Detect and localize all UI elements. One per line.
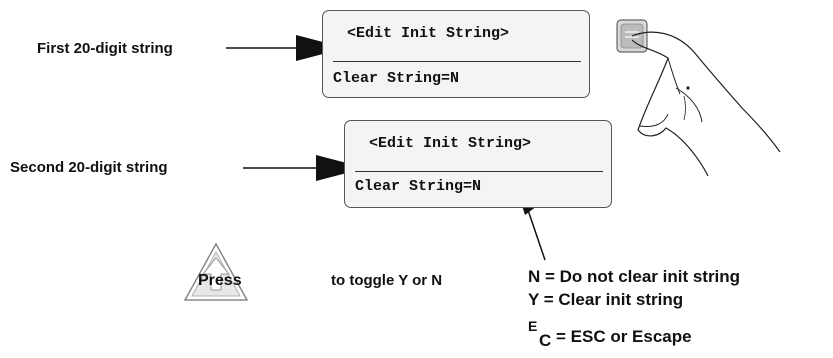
esc-key-glyph-bottom: C	[539, 331, 552, 350]
lcd-first-value: Clear String=N	[333, 70, 460, 87]
lcd-second-title: <Edit Init String>	[369, 135, 532, 152]
second-string-arrow	[243, 155, 366, 181]
first-string-label: First 20-digit string	[37, 40, 173, 57]
lcd-second-separator	[355, 171, 603, 172]
lcd-display-first: <Edit Init String> Clear String=N	[322, 10, 590, 98]
toggle-instruction: to toggle Y or N	[331, 272, 443, 289]
finger-pressing-key-icon	[616, 19, 781, 177]
first-string-arrow	[226, 35, 346, 61]
esc-key-glyph-top: E	[528, 318, 538, 334]
lcd-second-value: Clear String=N	[355, 178, 482, 195]
up-arrow-triangle-key-icon	[183, 242, 249, 301]
legend-y-meaning: Y = Clear init string	[528, 290, 684, 309]
lcd-first-separator	[333, 61, 581, 62]
legend-esc-meaning: = ESC or Escape	[556, 327, 692, 346]
press-label: Press	[198, 272, 242, 289]
lcd-display-second: <Edit Init String> Clear String=N	[344, 120, 612, 208]
lcd-first-title: <Edit Init String>	[347, 25, 510, 42]
second-string-label: Second 20-digit string	[10, 159, 168, 176]
legend-n-meaning: N = Do not clear init string	[528, 267, 741, 286]
